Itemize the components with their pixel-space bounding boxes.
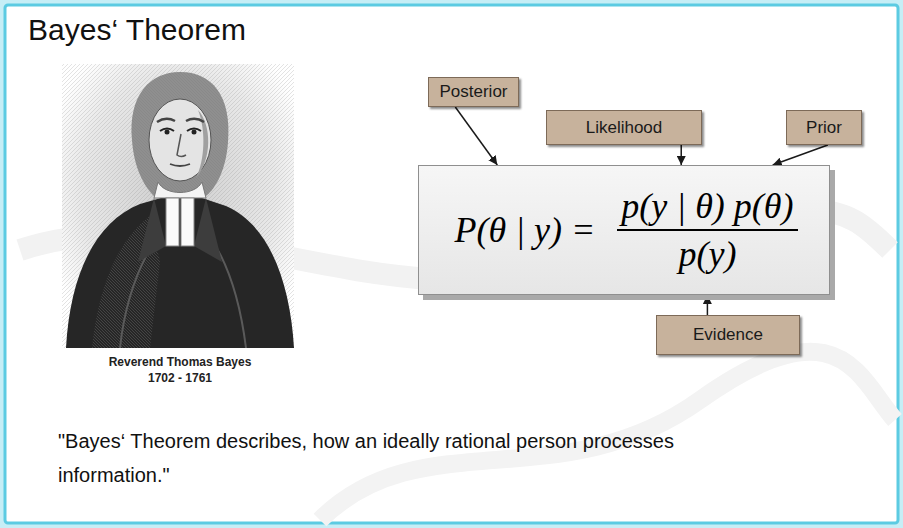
label-wrap: Reverend Thomas Bayes (58, 355, 302, 369)
portrait-brow (186, 119, 204, 122)
portrait-caption: Reverend Thomas Bayes (58, 355, 302, 369)
label-wrap: 1702 - 1761 (58, 371, 302, 385)
hair-hatching (132, 72, 229, 196)
callout-label: Prior (806, 118, 842, 138)
slide-title: Bayes‘ Theorem (28, 13, 246, 47)
formula-numerator: p(y | θ) p(θ) (621, 185, 793, 227)
portrait-pupil (192, 130, 197, 135)
robe-lapel (194, 198, 222, 262)
formula-denominator: p(y) (678, 233, 736, 275)
portrait-ground (62, 64, 294, 348)
callout-label: Posterior (439, 82, 507, 102)
portrait-hatching (62, 64, 294, 348)
leader-arrow (707, 295, 709, 315)
leader-arrow (455, 107, 497, 165)
callout-label: Likelihood (586, 118, 663, 138)
portrait-pupil (165, 130, 170, 135)
portrait-nose (177, 134, 186, 157)
portrait-dates: 1702 - 1761 (58, 371, 302, 385)
robe-lapel (138, 198, 166, 262)
portrait-brow (157, 119, 175, 122)
slide-panel (5, 5, 898, 523)
posterior-callout: Posterior (428, 77, 519, 107)
prior-callout: Prior (786, 110, 862, 145)
portrait-robe (66, 196, 294, 348)
label-wrap: "Bayes‘ Theorem describes, how an ideall… (58, 424, 698, 492)
title-wrap: Bayes‘ Theorem (28, 13, 246, 47)
formula-fraction: p(y | θ) p(θ) p(y) (621, 185, 793, 275)
portrait-mouth (170, 164, 190, 166)
formula-row: P(θ | y) = p(y | θ) p(θ) p(y) (454, 185, 793, 275)
portrait-face (149, 99, 211, 181)
preaching-band (181, 198, 194, 246)
likelihood-callout: Likelihood (546, 110, 702, 145)
fraction-bar (617, 229, 797, 231)
portrait-collar (154, 182, 206, 198)
leader-arrow (680, 145, 682, 165)
portrait-hair (132, 72, 229, 196)
formula-lhs: P(θ | y) = (454, 209, 595, 251)
formula-box: P(θ | y) = p(y | θ) p(θ) p(y) (418, 165, 830, 295)
quote-text: "Bayes‘ Theorem describes, how an ideall… (58, 424, 698, 492)
bayes-portrait (62, 64, 294, 348)
evidence-callout: Evidence (656, 315, 800, 355)
leader-arrow (773, 145, 828, 165)
callout-label: Evidence (693, 325, 763, 345)
preaching-band (166, 198, 179, 246)
